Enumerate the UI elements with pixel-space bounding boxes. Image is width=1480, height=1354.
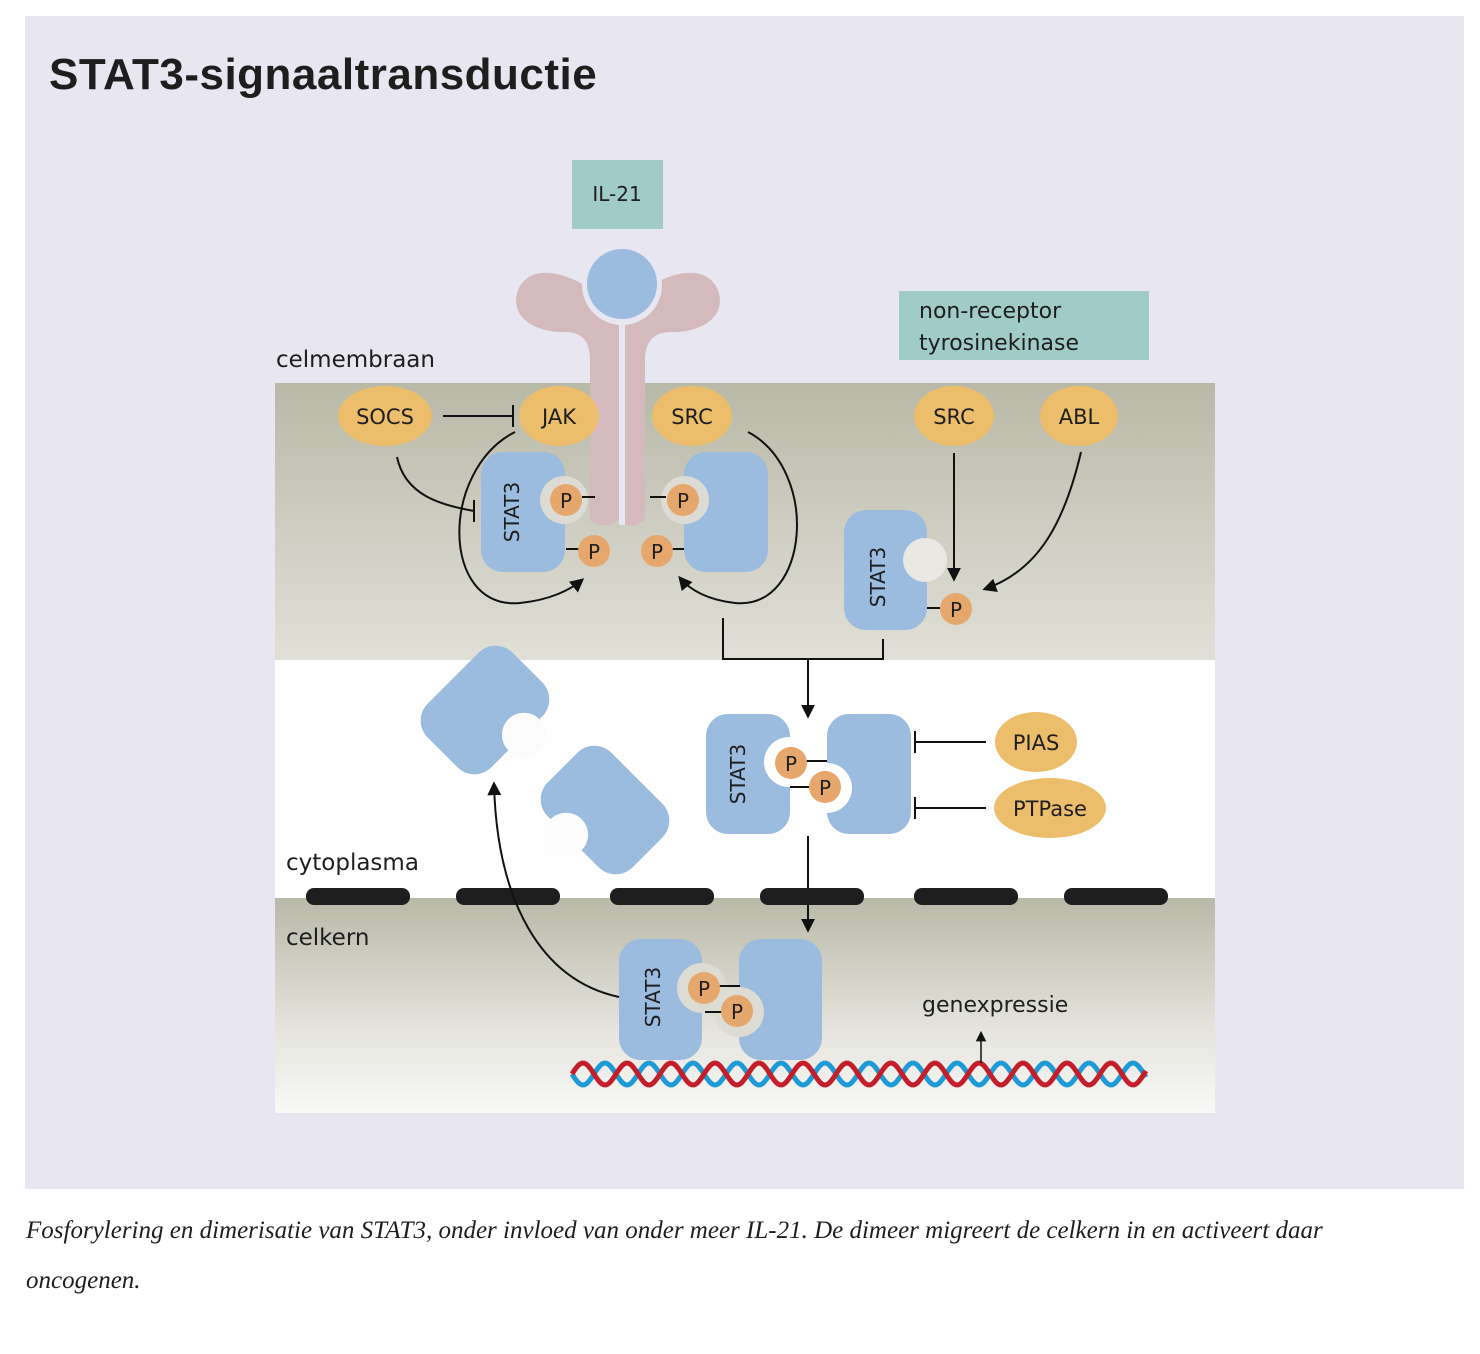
stat3-pathway-diagram: celmembraan cytoplasma celkern IL-21 non… xyxy=(275,160,1215,1113)
svg-text:P: P xyxy=(588,540,600,564)
svg-text:P: P xyxy=(698,977,710,1001)
socs-inhibits-jak xyxy=(443,405,514,427)
enzyme-ptpase: PTPase xyxy=(994,778,1106,838)
phosphate-links-receptor xyxy=(566,496,684,550)
label-celkern: celkern xyxy=(286,925,369,951)
svg-text:STAT3: STAT3 xyxy=(500,482,524,542)
enzyme-abl: ABL xyxy=(1040,386,1118,446)
figure-title: STAT3-signaaltransductie xyxy=(49,50,598,99)
socs-inhibits-stat3 xyxy=(396,456,475,522)
svg-text:P: P xyxy=(950,598,962,622)
enzyme-src-receptor: SRC xyxy=(652,386,732,446)
convergence-bracket xyxy=(722,618,884,719)
gene-expression-label: genexpressie xyxy=(922,993,1068,1018)
enzyme-src-free: SRC xyxy=(914,386,994,446)
stat3-free: STAT3 xyxy=(844,510,947,630)
enzyme-jak: JAK xyxy=(519,386,599,446)
enzyme-socs: SOCS xyxy=(338,386,432,446)
src-phosphorylation-arrow xyxy=(678,431,798,605)
phosphate-receptor-right-top: P xyxy=(667,484,699,516)
dna-helix xyxy=(569,1060,1149,1088)
svg-text:STAT3: STAT3 xyxy=(866,547,890,607)
svg-text:STAT3: STAT3 xyxy=(641,967,665,1027)
il21-box xyxy=(572,160,663,229)
figure-caption: Fosforylering en dimerisatie van STAT3, … xyxy=(26,1217,1323,1294)
label-celmembraan: celmembraan xyxy=(276,347,435,373)
il21-ligand xyxy=(587,249,657,319)
svg-text:PTPase: PTPase xyxy=(1013,797,1087,821)
pias-inhibits-dimer xyxy=(914,731,986,753)
svg-text:SOCS: SOCS xyxy=(356,405,414,429)
nuclear-envelope xyxy=(306,888,1168,905)
svg-text:P: P xyxy=(560,489,572,513)
stat3-monomer-recycled-2 xyxy=(540,745,670,875)
ptpase-inhibits-dimer xyxy=(914,797,986,819)
svg-text:P: P xyxy=(731,1000,743,1024)
stat3-dimer-cytoplasm: P P STAT3 xyxy=(706,714,911,834)
enzyme-pias: PIAS xyxy=(995,712,1077,772)
jak-phosphorylation-arrow xyxy=(458,431,585,605)
svg-text:STAT3: STAT3 xyxy=(726,744,750,804)
il21-receptor xyxy=(516,272,720,526)
kinase-box-line1: non-receptor xyxy=(919,299,1062,324)
svg-text:SRC: SRC xyxy=(671,405,713,429)
svg-text:P: P xyxy=(819,776,831,800)
svg-text:P: P xyxy=(785,752,797,776)
svg-text:P: P xyxy=(651,540,663,564)
stat3-monomer-recycled-1 xyxy=(420,645,550,775)
svg-text:SRC: SRC xyxy=(933,405,975,429)
non-receptor-kinase-box xyxy=(899,291,1149,360)
phosphate-receptor-left-top: P xyxy=(550,484,582,516)
kinase-box-line2: tyrosinekinase xyxy=(919,331,1079,356)
stat3-dimer-nucleus: P P STAT3 xyxy=(619,939,822,1060)
svg-text:PIAS: PIAS xyxy=(1013,731,1060,755)
abl-to-phosphate-arrow xyxy=(982,451,1082,592)
svg-text:ABL: ABL xyxy=(1059,405,1100,429)
nuclear-export-arrow xyxy=(487,781,620,998)
phosphate-free-stat3: P xyxy=(940,593,972,625)
dna-strand xyxy=(569,1060,1149,1088)
il21-label: IL-21 xyxy=(592,182,641,206)
label-cytoplasma: cytoplasma xyxy=(286,850,419,876)
phosphate-left-bottom: P xyxy=(578,535,610,567)
svg-text:P: P xyxy=(677,489,689,513)
phosphate-right-bottom: P xyxy=(641,535,673,567)
svg-text:JAK: JAK xyxy=(540,405,577,429)
